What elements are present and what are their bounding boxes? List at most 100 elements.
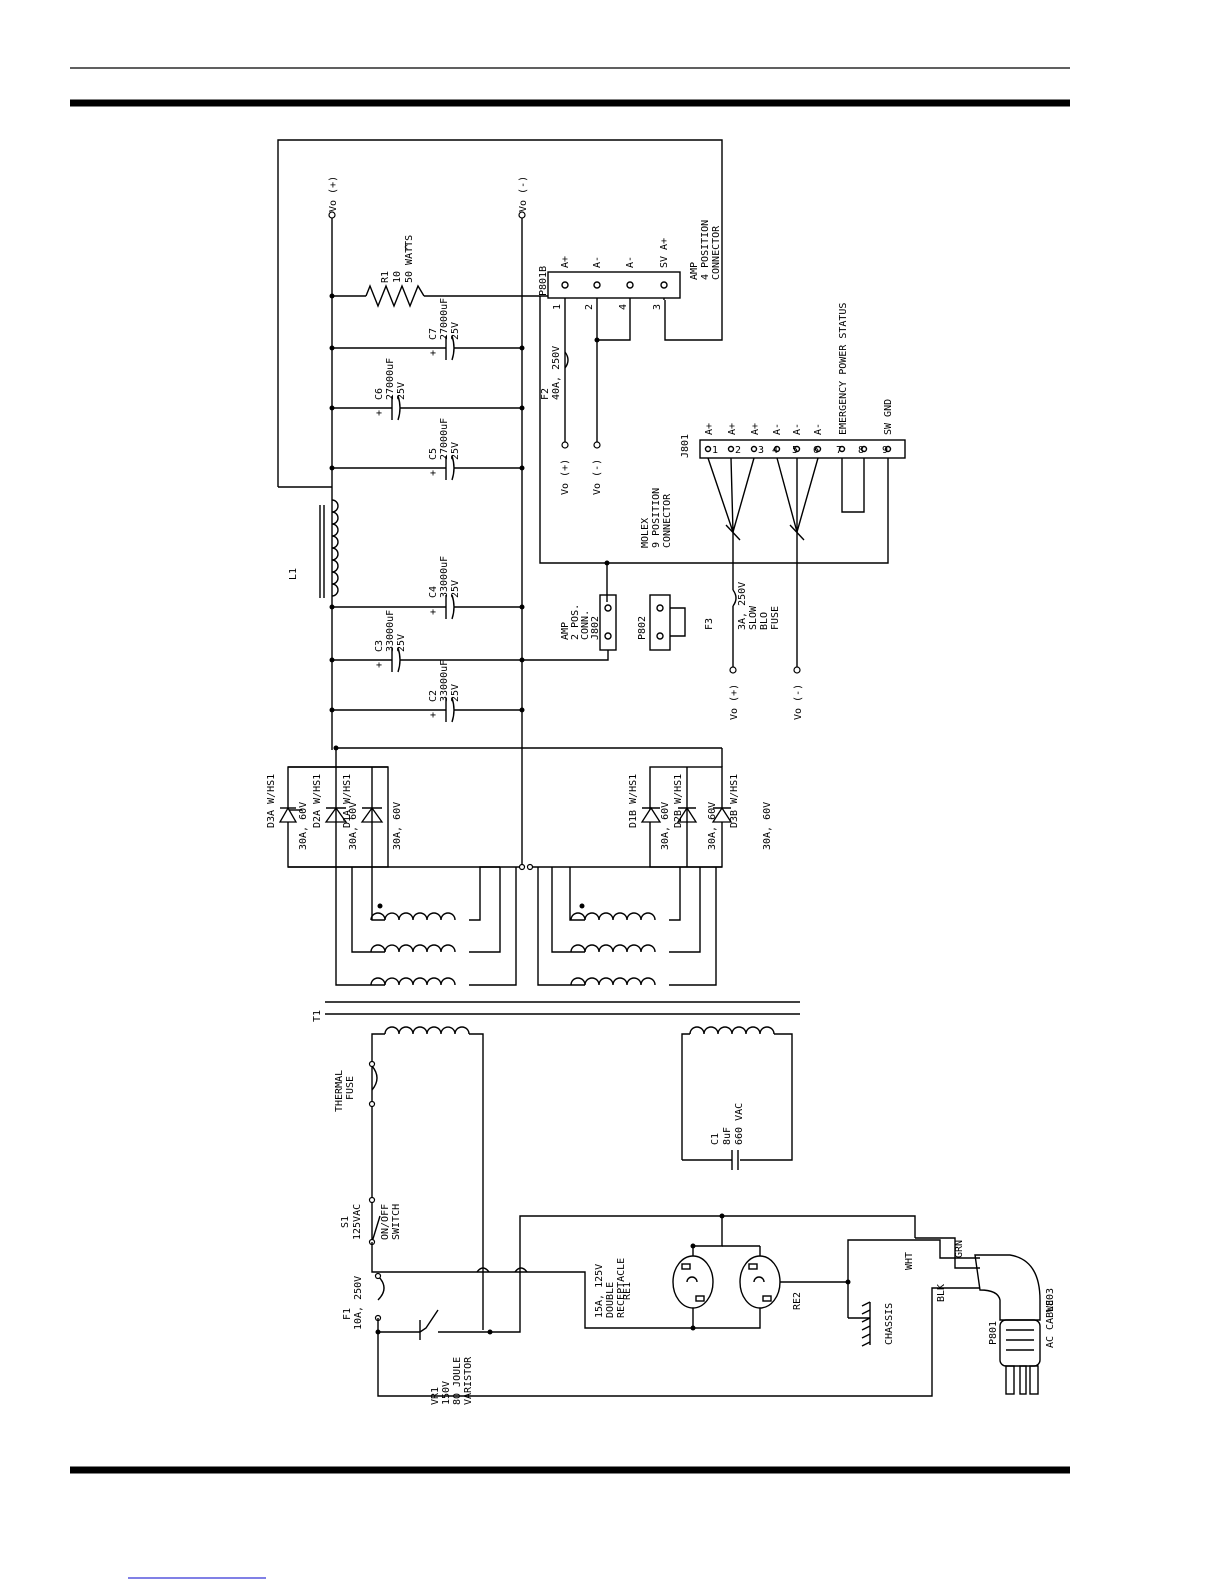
svg-text:D2B W/HS1: D2B W/HS1: [673, 774, 684, 828]
svg-text:40A, 250V: 40A, 250V: [551, 346, 562, 400]
svg-text:T1: T1: [312, 1010, 323, 1022]
svg-text:A+: A+: [750, 423, 761, 435]
svg-text:RE1: RE1: [622, 1282, 633, 1300]
svg-text:Vo (+): Vo (+): [560, 459, 571, 495]
svg-text:BLO: BLO: [759, 612, 770, 630]
svg-text:9: 9: [882, 445, 888, 456]
thermal-fuse: [371, 1065, 378, 1091]
transformer-secondary-right: [526, 863, 722, 986]
svg-text:4: 4: [772, 445, 778, 456]
svg-text:C2: C2: [428, 690, 439, 702]
svg-text:RECEPTACLE: RECEPTACLE: [616, 1258, 627, 1318]
svg-text:2 POS.: 2 POS.: [570, 604, 581, 640]
svg-text:BLK: BLK: [936, 1284, 947, 1302]
transformer-secondary-left: [288, 863, 526, 986]
svg-text:CONN.: CONN.: [580, 610, 591, 640]
svg-text:8: 8: [858, 445, 864, 456]
vo-negative-terminal: [518, 211, 526, 219]
diode-d3b: [711, 806, 733, 823]
svg-text:CONNECTOR: CONNECTOR: [711, 225, 722, 280]
svg-text:4: 4: [618, 304, 629, 310]
svg-text:25V: 25V: [450, 442, 461, 460]
svg-text:Vo (+): Vo (+): [729, 684, 740, 720]
svg-text:DOUBLE: DOUBLE: [605, 1282, 616, 1318]
svg-text:THERMAL: THERMAL: [334, 1070, 345, 1112]
svg-text:C1: C1: [710, 1133, 721, 1145]
svg-text:A-: A-: [625, 256, 636, 268]
svg-text:P801B: P801B: [538, 266, 549, 296]
svg-text:GRN: GRN: [954, 1240, 965, 1258]
svg-text:C5: C5: [428, 448, 439, 460]
svg-text:+: +: [376, 660, 382, 671]
svg-text:30A, 60V: 30A, 60V: [348, 802, 359, 850]
svg-text:ON/OFF: ON/OFF: [380, 1204, 391, 1240]
svg-text:AC CABLE: AC CABLE: [1045, 1300, 1056, 1348]
svg-text:2: 2: [735, 445, 741, 456]
switch-s1: [371, 1215, 381, 1243]
connector-p801b: P801B A+ A- A- SV A+ 1 2 4 3 AMP 4 POSIT…: [538, 220, 722, 310]
svg-text:D2A W/HS1: D2A W/HS1: [312, 774, 323, 828]
svg-text:F2: F2: [540, 388, 551, 400]
transformer-primary: THERMAL FUSE: [334, 1026, 484, 1330]
svg-text:2: 2: [584, 304, 595, 310]
svg-text:125VAC: 125VAC: [352, 1204, 363, 1240]
transformer-t1-core: T1: [312, 1001, 800, 1022]
ac-input-section: S1 125VAC ON/OFF SWITCH F1 10A, 250V VR1…: [340, 1196, 1056, 1405]
svg-text:MOLEX: MOLEX: [640, 518, 651, 548]
svg-text:A-: A-: [772, 423, 783, 435]
svg-text:SLOW: SLOW: [748, 605, 759, 630]
svg-text:SV A+: SV A+: [659, 238, 670, 268]
svg-text:5: 5: [792, 445, 798, 456]
svg-text:25V: 25V: [396, 382, 407, 400]
svg-text:C7: C7: [428, 328, 439, 340]
svg-text:1: 1: [712, 445, 718, 456]
svg-text:25V: 25V: [396, 634, 407, 652]
svg-text:27000uF: 27000uF: [439, 418, 450, 460]
svg-text:W803: W803: [1045, 1288, 1056, 1312]
svg-text:150V: 150V: [441, 1381, 452, 1405]
svg-text:33000uF: 33000uF: [439, 556, 450, 598]
diode-d1b: [640, 806, 662, 823]
svg-text:RE2: RE2: [792, 1292, 803, 1310]
svg-text:EMERGENCY POWER STATUS: EMERGENCY POWER STATUS: [838, 303, 849, 435]
svg-text:+: +: [430, 468, 436, 479]
svg-text:+: +: [430, 607, 436, 618]
svg-text:9 POSITION: 9 POSITION: [651, 488, 662, 548]
svg-text:7: 7: [836, 445, 842, 456]
svg-text:25V: 25V: [450, 580, 461, 598]
svg-text:FUSE: FUSE: [345, 1076, 356, 1100]
svg-text:P801: P801: [988, 1321, 999, 1345]
svg-text:33000uF: 33000uF: [439, 660, 450, 702]
svg-text:AMP: AMP: [689, 262, 700, 280]
svg-text:A+: A+: [727, 423, 738, 435]
svg-text:^: ^: [404, 244, 415, 250]
capacitor-c4: + C4 33000uF 25V: [332, 556, 522, 620]
ac-cable-plug: WHT GRN BLK P801 W803 AC CABLE: [904, 1237, 1056, 1395]
fuse-f2: [564, 351, 569, 369]
svg-text:4 POSITION: 4 POSITION: [700, 220, 711, 280]
svg-text:33000uF: 33000uF: [385, 610, 396, 652]
svg-text:F1: F1: [342, 1308, 353, 1320]
svg-text:FUSE: FUSE: [770, 606, 781, 630]
svg-text:J801: J801: [680, 434, 691, 458]
svg-text:+: +: [376, 408, 382, 419]
capacitor-winding-c1: C1 8uF 660 VAC: [681, 1026, 793, 1170]
svg-text:10A, 250V: 10A, 250V: [353, 1276, 364, 1330]
capacitor-c7: + C7 27000uF 25V: [332, 298, 522, 361]
svg-text:30A, 60V: 30A, 60V: [707, 802, 718, 850]
svg-text:C6: C6: [374, 388, 385, 400]
svg-text:WHT: WHT: [904, 1252, 915, 1270]
svg-text:S1: S1: [340, 1216, 351, 1228]
svg-text:CHASSIS: CHASSIS: [884, 1303, 895, 1345]
connector-p802: P802: [637, 594, 686, 651]
vo-positive-terminal: [328, 211, 336, 219]
capacitor-c3: + C3 33000uF 25V: [332, 610, 522, 673]
rectifier-section: D3A W/HS1 30A, 60V D2A W/HS1 30A, 60V D1…: [266, 747, 773, 868]
svg-text:AMP: AMP: [560, 622, 571, 640]
fuse-f3: [732, 589, 737, 607]
svg-text:15A, 125V: 15A, 125V: [594, 1264, 605, 1318]
svg-text:L1: L1: [288, 568, 299, 580]
svg-text:8uF: 8uF: [722, 1127, 733, 1145]
svg-text:+: +: [430, 348, 436, 359]
